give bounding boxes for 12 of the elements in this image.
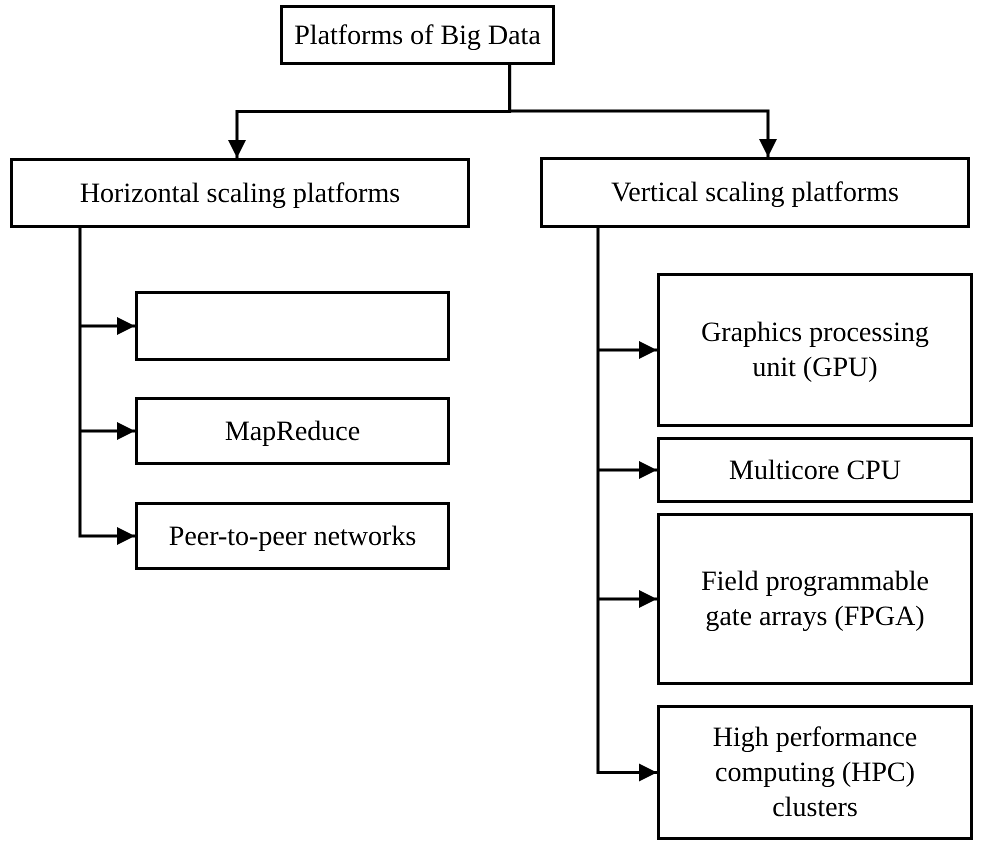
category-box: Graphics processing unit (GPU) — [657, 273, 973, 427]
category-box: Vertical scaling platforms — [540, 157, 970, 228]
empty-box — [135, 291, 450, 361]
category-box: MapReduce — [135, 397, 450, 465]
category-box: High performance computing (HPC) clusters — [657, 705, 973, 840]
arrow — [508, 65, 777, 157]
category-box: Field programmable gate arrays (FPGA) — [657, 513, 973, 685]
category-box: Platforms of Big Data — [280, 5, 555, 65]
category-box: Peer-to-peer networks — [135, 502, 450, 570]
category-box: Horizontal scaling platforms — [10, 158, 470, 228]
arrow — [78, 228, 135, 545]
category-box: Multicore CPU — [657, 437, 973, 503]
